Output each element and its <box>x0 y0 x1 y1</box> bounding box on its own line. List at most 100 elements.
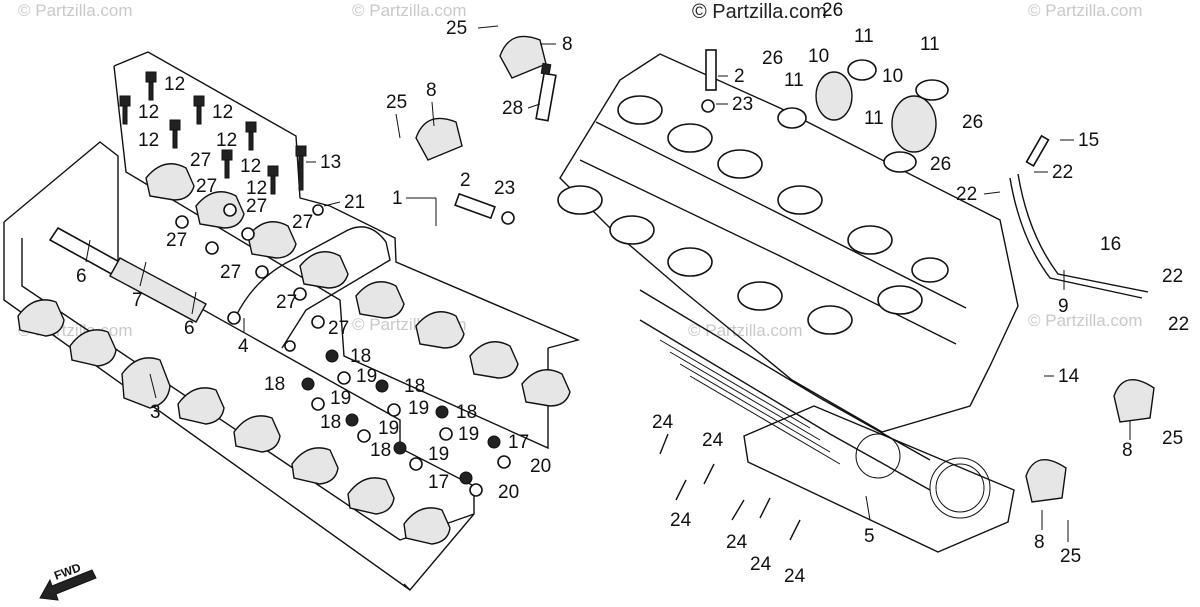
caps-8 <box>415 35 1155 503</box>
callout-26b: 26 <box>822 0 843 21</box>
callout-26d: 26 <box>930 154 951 175</box>
studs-24 <box>659 433 801 541</box>
callout-12d: 12 <box>138 130 159 151</box>
callout-18e: 18 <box>456 402 477 423</box>
callout-25d: 25 <box>1060 546 1081 567</box>
callout-1: 1 <box>392 188 403 209</box>
oil-pipe <box>227 226 391 352</box>
callout-22c: 22 <box>1162 266 1183 287</box>
callout-2b: 2 <box>460 170 471 191</box>
bolts-12 <box>119 71 307 195</box>
callout-27g: 27 <box>276 292 297 313</box>
callout-labels: 25 8 2 23 28 8 25 26 10 11 26 11 11 10 1… <box>76 0 1189 587</box>
callout-10: 10 <box>808 46 829 67</box>
callout-13: 13 <box>320 152 341 173</box>
callout-11b: 11 <box>854 26 874 47</box>
callout-8d: 8 <box>1034 532 1045 553</box>
callout-12g: 12 <box>246 178 267 199</box>
callout-22b: 22 <box>956 184 977 205</box>
callout-12a: 12 <box>164 74 185 95</box>
callout-27a: 27 <box>190 150 211 171</box>
callout-24f: 24 <box>784 566 806 587</box>
callout-24c: 24 <box>670 510 692 531</box>
callout-17a: 17 <box>508 432 529 453</box>
callout-27c: 27 <box>246 196 267 217</box>
callout-26c: 26 <box>962 112 983 133</box>
callout-19e: 19 <box>458 424 479 445</box>
callout-22a: 22 <box>1052 162 1073 183</box>
callout-27f: 27 <box>220 262 241 283</box>
callout-3: 3 <box>150 402 161 423</box>
copyright-label: © Partzilla.com <box>692 1 827 23</box>
callout-27e: 27 <box>166 230 187 251</box>
callout-24b: 24 <box>702 430 724 451</box>
callout-21: 21 <box>344 192 365 213</box>
cam-holders-lower <box>17 299 451 545</box>
watermark-top-right: © Partzilla.com <box>1028 1 1143 20</box>
callout-11d: 11 <box>864 108 884 129</box>
callout-4: 4 <box>238 336 249 357</box>
callout-8: 8 <box>562 34 573 55</box>
callout-12e: 12 <box>216 130 237 151</box>
watermark-top-left: © Partzilla.com <box>18 1 133 20</box>
cam-holders-upper <box>145 163 571 407</box>
callout-5: 5 <box>864 526 875 547</box>
callout-10b: 10 <box>882 66 903 87</box>
callout-11c: 11 <box>920 34 940 55</box>
callout-20a: 20 <box>530 456 551 477</box>
callout-11: 11 <box>784 70 804 91</box>
callout-18a: 18 <box>350 346 371 367</box>
callout-16: 16 <box>1100 234 1121 255</box>
callout-15: 15 <box>1078 130 1099 151</box>
callout-8b: 8 <box>426 80 437 101</box>
watermark-mid-far-right: © Partzilla.com <box>1028 311 1143 330</box>
callout-27h: 27 <box>328 318 349 339</box>
fwd-arrow: FWD <box>39 560 97 601</box>
callout-19a: 19 <box>356 366 377 387</box>
callout-18c: 18 <box>404 376 425 397</box>
callout-19b: 19 <box>330 388 351 409</box>
callout-19c: 19 <box>408 398 429 419</box>
callout-18b: 18 <box>264 374 285 395</box>
spark-plug <box>535 62 557 122</box>
callout-17b: 17 <box>428 472 449 493</box>
callout-2: 2 <box>734 66 745 87</box>
head-gasket <box>743 405 1015 553</box>
callout-23b: 23 <box>494 178 515 199</box>
callout-12f: 12 <box>240 156 261 177</box>
callout-23: 23 <box>732 94 753 115</box>
cover-gaskets <box>48 226 207 323</box>
callout-27b: 27 <box>196 176 217 197</box>
callout-6b: 6 <box>184 318 195 339</box>
callout-7: 7 <box>132 290 143 311</box>
callout-19f: 19 <box>428 444 449 465</box>
intake-rubbers <box>777 59 949 173</box>
callout-9: 9 <box>1058 296 1069 317</box>
callout-25b: 25 <box>386 92 407 113</box>
watermark-top-center: © Partzilla.com <box>352 1 467 20</box>
callout-24e: 24 <box>750 554 772 575</box>
callout-25: 25 <box>446 18 467 39</box>
callout-8c: 8 <box>1122 440 1133 461</box>
callout-6a: 6 <box>76 266 87 287</box>
callout-14: 14 <box>1058 366 1080 387</box>
leader-lines <box>85 25 1131 542</box>
callout-12b: 12 <box>138 102 159 123</box>
dowels-27 <box>175 203 325 329</box>
oil-hose <box>1009 134 1149 299</box>
callout-28: 28 <box>502 98 523 119</box>
nuts-and-washers <box>301 349 511 497</box>
callout-12c: 12 <box>212 102 233 123</box>
callout-24a: 24 <box>652 412 674 433</box>
cylinder-head <box>557 53 1019 491</box>
fittings-2 <box>454 49 717 225</box>
callout-18d: 18 <box>320 412 341 433</box>
callout-20b: 20 <box>498 482 519 503</box>
watermark-mid-right: © Partzilla.com <box>688 321 803 340</box>
callout-19d: 19 <box>378 418 399 439</box>
callout-18f: 18 <box>370 440 391 461</box>
callout-22d: 22 <box>1168 314 1189 335</box>
callout-27d: 27 <box>292 212 313 233</box>
callout-24d: 24 <box>726 532 748 553</box>
